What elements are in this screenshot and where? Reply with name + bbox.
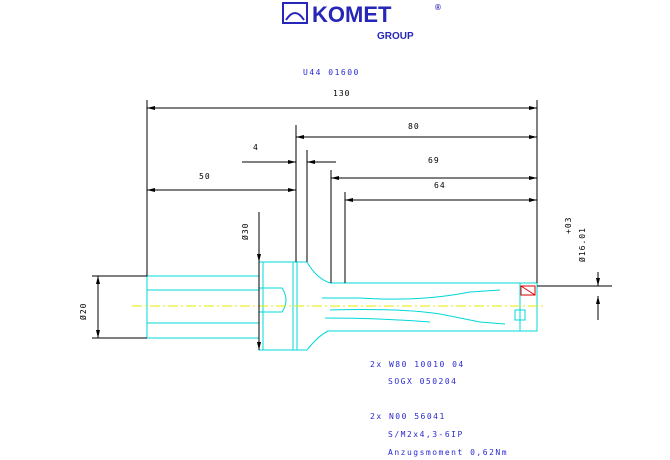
cutting-insert-icon — [520, 285, 536, 296]
tool-outline — [146, 261, 538, 351]
dim-64: 64 — [434, 181, 446, 190]
part-number: U44 01600 — [303, 68, 360, 77]
dim-130: 130 — [333, 89, 350, 98]
note-line-3: 2x N00 56041 — [370, 412, 446, 421]
note-line-1: 2x W80 10010 04 — [370, 360, 465, 369]
dim-diameter-16: Ø16.01 — [577, 227, 587, 262]
dim-4: 4 — [253, 143, 259, 152]
dim-tolerance-16: +03 — [564, 217, 573, 234]
note-line-5: Anzugsmoment 0,62Nm — [388, 448, 508, 457]
dim-69: 69 — [428, 156, 440, 165]
logo-registered: ® — [435, 3, 441, 12]
logo-group: GROUP — [377, 31, 414, 42]
komet-emblem-icon — [282, 2, 308, 24]
dimension-lines — [92, 100, 612, 350]
logo-name: KOMET — [312, 2, 392, 27]
dim-80: 80 — [408, 122, 420, 131]
dimension-arrows — [96, 106, 600, 350]
dim-50: 50 — [199, 172, 211, 181]
dim-diameter-20: Ø20 — [78, 303, 88, 320]
note-line-2: SOGX 050204 — [388, 377, 457, 386]
komet-logo: KOMET ® GROUP — [282, 2, 441, 42]
note-line-4: S/M2x4,3-6IP — [388, 430, 464, 439]
dim-diameter-30: Ø30 — [240, 223, 250, 240]
parts-notes: 2x W80 10010 04 SOGX 050204 2x N00 56041… — [370, 360, 508, 457]
